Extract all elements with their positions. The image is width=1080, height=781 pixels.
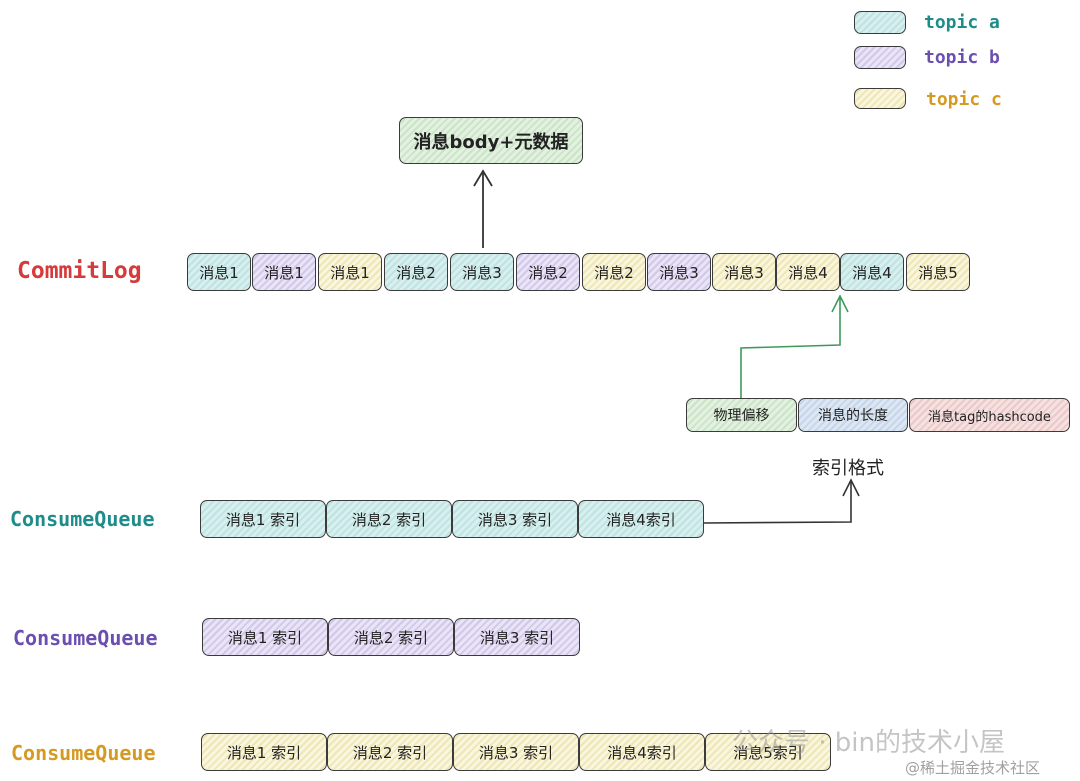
consumequeue-b-label: ConsumeQueue (13, 626, 158, 650)
arrowhead-index-format (842, 478, 860, 497)
queue-index-entry: 消息4索引 (578, 500, 704, 538)
index-field-physical-offset: 物理偏移 (686, 398, 797, 432)
commitlog-entry: 消息3 (647, 253, 711, 291)
commitlog-entry: 消息2 (516, 253, 580, 291)
queue-index-entry: 消息3 索引 (454, 618, 580, 656)
commitlog-entry: 消息4 (776, 253, 840, 291)
index-field-message-length: 消息的长度 (798, 398, 908, 432)
commitlog-entry: 消息4 (840, 253, 904, 291)
queue-index-entry: 消息3 索引 (453, 733, 579, 771)
queue-index-entry: 消息1 索引 (202, 618, 328, 656)
queue-index-entry: 消息3 索引 (452, 500, 578, 538)
commitlog-label: CommitLog (17, 258, 142, 284)
commitlog-entry: 消息2 (582, 253, 646, 291)
commitlog-entry: 消息5 (906, 253, 970, 291)
queue-index-entry: 消息2 索引 (327, 733, 453, 771)
commitlog-entry: 消息1 (187, 253, 251, 291)
legend-label-topic-c: topic c (926, 89, 1002, 110)
queue-index-entry: 消息1 索引 (200, 500, 326, 538)
legend-swatch-topic-a (854, 11, 906, 34)
arrow-index-format (703, 480, 852, 524)
watermark-main: 公众号 · bin的技术小屋 (732, 728, 1006, 758)
consumequeue-c-label: ConsumeQueue (11, 741, 156, 765)
legend-swatch-topic-c (854, 88, 906, 109)
arrowhead-metadata (473, 169, 493, 187)
index-format-title: 索引格式 (812, 458, 884, 479)
arrow-physical-offset (740, 296, 841, 398)
legend-label-topic-a: topic a (924, 12, 1000, 33)
queue-index-entry: 消息1 索引 (201, 733, 327, 771)
queue-index-entry: 消息2 索引 (326, 500, 452, 538)
commitlog-entry: 消息2 (384, 253, 448, 291)
index-field-tag-hashcode: 消息tag的hashcode (909, 398, 1070, 432)
consumequeue-a-label: ConsumeQueue (10, 507, 155, 531)
commitlog-entry: 消息1 (252, 253, 316, 291)
queue-index-entry: 消息5索引 (705, 733, 831, 771)
commitlog-entry: 消息1 (318, 253, 382, 291)
watermark-sub: @稀土掘金技术社区 (905, 759, 1041, 777)
commitlog-entry: 消息3 (450, 253, 514, 291)
queue-index-entry: 消息4索引 (579, 733, 705, 771)
legend-label-topic-b: topic b (924, 47, 1000, 68)
queue-index-entry: 消息2 索引 (328, 618, 454, 656)
metadata-box: 消息body+元数据 (399, 117, 583, 164)
arrowhead-physical-offset (831, 294, 849, 313)
commitlog-entry: 消息3 (712, 253, 776, 291)
legend-swatch-topic-b (854, 46, 906, 69)
